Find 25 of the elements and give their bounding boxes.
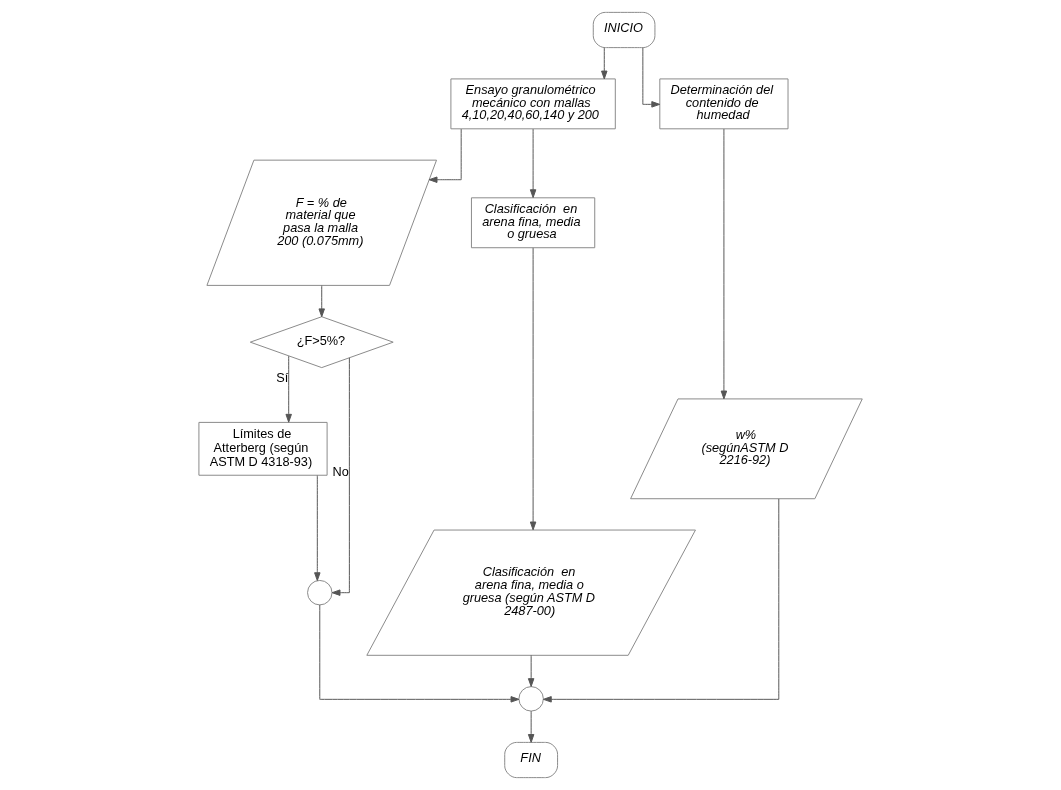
node-box: Clasificación en arena fina, media o gruesa: [470, 197, 596, 249]
node-diamond: ¿F>5%?: [249, 316, 394, 369]
node-box: Límites de Atterberg (según ASTM D 4318-93): [198, 421, 328, 476]
node-box: Ensayo granulométrico mecánico con mallas 4,10,20,40,60,140 y 200: [450, 78, 616, 130]
node-circle: [307, 579, 333, 606]
node-box: Determinación del contenido de humedad: [659, 78, 789, 130]
edge-label: No: [332, 464, 349, 480]
arrow: [529, 247, 537, 531]
edge-label: Sí: [276, 369, 289, 385]
arrow: [319, 604, 520, 703]
node-box: FIN: [504, 741, 559, 779]
arrow: [318, 285, 325, 318]
arrow: [542, 498, 780, 703]
arrow: [314, 475, 321, 582]
arrow: [601, 47, 608, 80]
arrow: [529, 128, 537, 199]
arrow: [642, 47, 661, 108]
node-circle: [518, 686, 544, 712]
arrow: [527, 654, 535, 687]
arrow: [527, 710, 535, 743]
arrow: [285, 355, 292, 423]
arrow: [331, 357, 350, 596]
arrow: [720, 128, 728, 400]
node-box: INICIO: [592, 11, 656, 49]
arrow: [428, 128, 462, 183]
